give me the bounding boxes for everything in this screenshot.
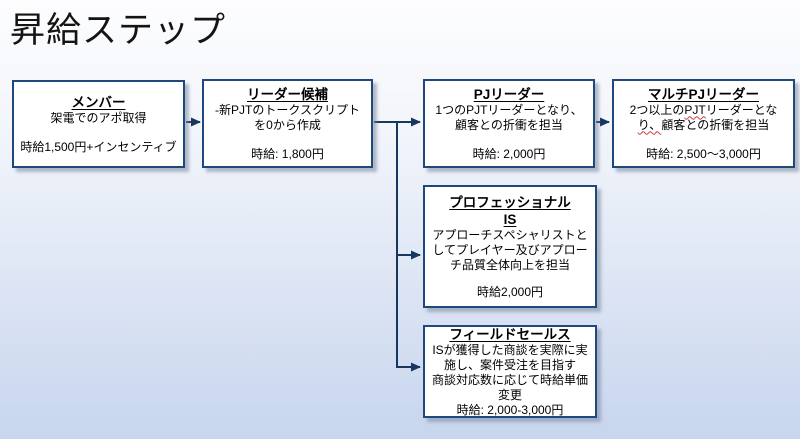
- flow-box-field-sales: フィールドセールス ISが獲得した商談を実際に実 施し、案件受注を目指す 商談対…: [423, 325, 597, 418]
- box-body-text: リーダーとな: [705, 102, 778, 117]
- box-wage: 時給: 2,000円: [472, 146, 546, 161]
- box-title: マルチPJリーダー: [647, 86, 759, 102]
- flow-box-leader-candidate: リーダー候補 -新PJTのトークスクリプト を0から作成 時給: 1,800円: [202, 79, 373, 168]
- flow-box-professional-is: プロフェッショナル IS アプローチスペシャリストと してプレイヤー及びアプロー…: [423, 185, 597, 308]
- box-body-text: 顧客との折衝を担当: [661, 117, 770, 132]
- spellcheck-underlined-text: り、: [637, 117, 662, 132]
- flow-box-multi-pj-leader: マルチPJリーダー 2つ以上のPJTリーダーとなり、顧客との折衝を担当 時給: …: [612, 79, 795, 168]
- box-body: 2つ以上のPJTリーダーとなり、顧客との折衝を担当: [630, 103, 778, 133]
- box-body: -新PJTのトークスクリプト を0から作成: [215, 102, 360, 132]
- box-body-text: 2つ以上の: [629, 102, 685, 117]
- box-body: ISが獲得した商談を実際に実 施し、案件受注を目指す 商談対応数に応じて時給単価…: [431, 342, 588, 402]
- box-title: プロフェッショナル IS: [449, 194, 571, 227]
- box-body: 架電でのアポ取得: [50, 110, 147, 125]
- box-title: フィールドセールス: [449, 326, 571, 342]
- page-title: 昇給ステップ: [10, 11, 227, 50]
- box-title: リーダー候補: [247, 86, 328, 102]
- box-wage: 時給: 2,500〜3,000円: [646, 146, 761, 161]
- flow-box-member: メンバー 架電でのアポ取得 時給1,500円+インセンティブ: [12, 80, 185, 168]
- box-wage: 時給2,000円: [476, 284, 544, 299]
- box-wage: 時給: 1,800円: [251, 146, 324, 161]
- box-wage: 時給: 2,000-3,000円: [456, 402, 564, 417]
- flow-box-pj-leader: PJリーダー 1つのPJTリーダーとなり、 顧客との折衝を担当 時給: 2,00…: [423, 79, 595, 168]
- box-body: アプローチスペシャリストと してプレイヤー及びアプロー チ品質全体向上を担当: [432, 227, 588, 272]
- box-title: PJリーダー: [473, 86, 545, 102]
- spellcheck-underlined-text: PJT: [684, 102, 706, 117]
- box-body: 1つのPJTリーダーとなり、 顧客との折衝を担当: [435, 102, 583, 132]
- box-title: メンバー: [71, 94, 126, 110]
- box-wage: 時給1,500円+インセンティブ: [20, 139, 177, 154]
